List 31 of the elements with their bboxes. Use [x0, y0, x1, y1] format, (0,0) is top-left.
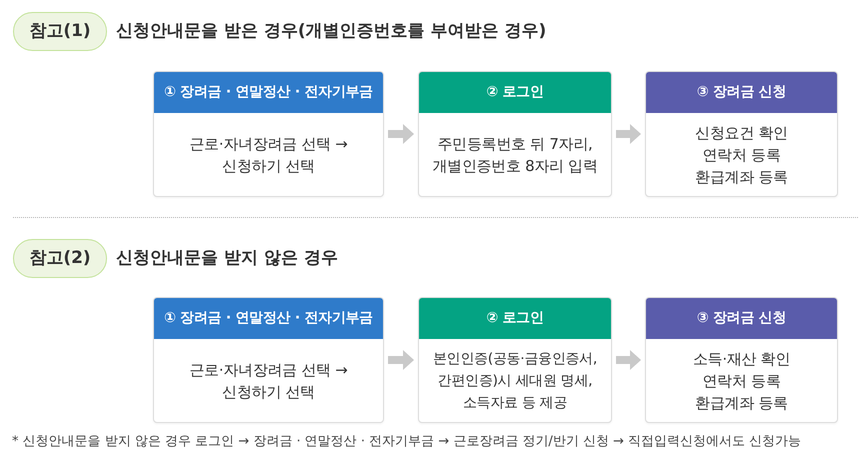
step-description: 연락처 등록	[702, 144, 780, 166]
step-description: 근로·자녀장려금 선택 → 신청하기 선택	[188, 134, 348, 176]
arrow	[388, 350, 414, 370]
step-description: 소득·재산 확인	[692, 348, 790, 370]
step-header: ③ 장려금 신청	[646, 298, 837, 339]
reference-tag: 참고(1)	[13, 12, 107, 51]
step-description: 근로·자녀장려금 선택 → 신청하기 선택	[188, 360, 348, 402]
section-title: 신청안내문을 받은 경우(개별인증번호를 부여받은 경우)	[116, 20, 546, 43]
step-card	[153, 71, 384, 197]
step-description: 신청요건 확인	[695, 122, 788, 144]
step-header: ② 로그인	[419, 298, 611, 339]
step-card	[645, 297, 838, 423]
step-header: ① 장려금 · 연말정산 · 전자기부금	[154, 298, 383, 339]
step-description: 환급계좌 등록	[695, 166, 788, 188]
step-description: 연락처 등록	[702, 370, 780, 392]
step-header: ③ 장려금 신청	[646, 72, 837, 113]
reference-tag: 참고(2)	[13, 239, 107, 278]
footnote: * 신청안내문을 받지 않은 경우 로그인 → 장려금 · 연말정산 · 전자기부금 → 근로장려금 정기/반기 신청 → 직접입력신청에서도 신청가능	[12, 433, 802, 451]
arrow	[616, 350, 641, 370]
arrow	[388, 124, 414, 144]
step-card	[418, 71, 612, 197]
section-title: 신청안내문을 받지 않은 경우	[116, 247, 338, 270]
step-header: ① 장려금 · 연말정산 · 전자기부금	[154, 72, 383, 113]
step-header: ② 로그인	[419, 72, 611, 113]
step-description: 본인인증(공동·금융인증서, 간편인증)시 세대원 명세, 소득자료 등 제공	[432, 350, 598, 412]
step-card	[153, 297, 384, 423]
step-card	[645, 71, 838, 197]
step-description: 환급계좌 등록	[695, 392, 788, 414]
step-description: 주민등록번호 뒤 7자리, 개별인증번호 8자리 입력	[431, 134, 599, 176]
arrow	[616, 124, 641, 144]
step-card	[418, 297, 612, 423]
